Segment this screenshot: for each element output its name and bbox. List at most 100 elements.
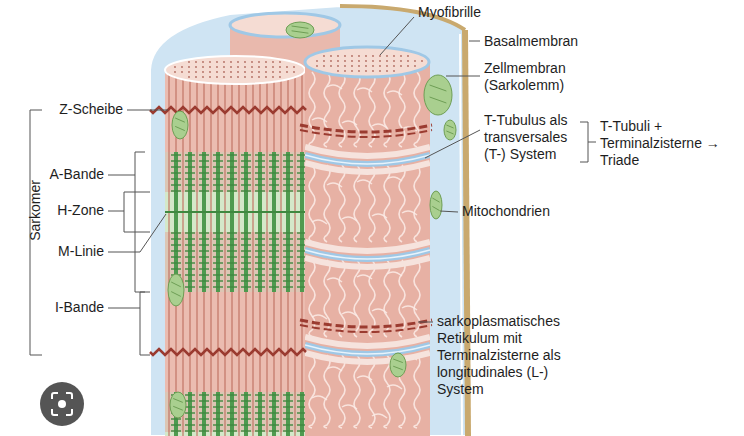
myosin-head: [241, 418, 251, 419]
myosin-head: [213, 412, 223, 413]
filament-dot: [400, 60, 402, 62]
myosin-head: [269, 406, 279, 407]
myosin-head: [227, 154, 237, 155]
myosin-head: [171, 268, 181, 269]
terminal-cistern: [305, 163, 430, 172]
myosin-head: [213, 280, 223, 281]
filament-dot: [188, 71, 190, 73]
myosin-head: [227, 184, 237, 185]
filament-dot: [195, 61, 197, 63]
filament-dot: [316, 65, 318, 67]
myosin-head: [227, 166, 237, 167]
mitochondria: [168, 22, 456, 418]
myosin-head: [297, 178, 305, 179]
t-tubule-lumen: [305, 250, 430, 259]
myosin-head: [199, 400, 209, 401]
myosin-head: [171, 166, 181, 167]
myosin-head: [227, 178, 237, 179]
myosin-head: [255, 430, 265, 431]
leader-line: [380, 17, 414, 55]
myosin-head: [297, 256, 305, 257]
sarcoplasmic-reticulum: [327, 367, 342, 371]
myosin-head: [283, 238, 293, 239]
myosin-head: [199, 154, 209, 155]
myosin-head: [213, 172, 223, 173]
myosin-head: [227, 250, 237, 251]
myosin-head: [255, 394, 265, 395]
myosin-head: [269, 262, 279, 263]
myosin-head: [283, 280, 293, 281]
myosin-head: [171, 172, 181, 173]
myosin-head: [283, 412, 293, 413]
z-disc: [300, 325, 432, 332]
myosin-head: [255, 244, 265, 245]
filament-dot: [209, 66, 211, 68]
myosin-head: [269, 190, 279, 191]
filament-dot: [230, 66, 232, 68]
mitochondrion-crista: [446, 125, 453, 134]
t-tubule: [305, 345, 430, 354]
myosin-head: [269, 166, 279, 167]
myosin-head: [185, 280, 195, 281]
myosin-head: [185, 172, 195, 173]
terminal-cistern: [305, 147, 430, 156]
myosin-head: [213, 394, 223, 395]
filament-dot: [188, 66, 190, 68]
myosin-head: [269, 172, 279, 173]
filament-dot: [400, 55, 402, 57]
sarcoplasmic-reticulum: [414, 165, 420, 242]
filament-dot: [195, 66, 197, 68]
myosin-head: [199, 172, 209, 173]
myosin-head: [297, 190, 305, 191]
filament-dot: [344, 65, 346, 67]
myosin-head: [199, 394, 209, 395]
myosin-head: [199, 184, 209, 185]
myofibril-longitudinal: [165, 70, 305, 436]
mitochondrion: [172, 111, 188, 139]
filament-dot: [330, 55, 332, 57]
leader-line: [108, 214, 166, 252]
myofibril-cross-section: [305, 47, 429, 77]
myosin-head: [171, 424, 181, 425]
myosin-head: [171, 418, 181, 419]
myosin-head: [283, 160, 293, 161]
myosin-head: [185, 430, 195, 431]
myosin-head: [171, 262, 181, 263]
filament-dot: [202, 66, 204, 68]
myosin-head: [241, 244, 251, 245]
filament-dot: [421, 60, 423, 62]
myosin-head: [297, 274, 305, 275]
mitochondrion-crista: [393, 359, 403, 370]
filament-dot: [265, 71, 267, 73]
myosin-head: [185, 262, 195, 263]
myosin-head: [297, 400, 305, 401]
filament-dot: [209, 61, 211, 63]
myosin-head: [255, 412, 265, 413]
myosin-head: [269, 418, 279, 419]
myosin-head: [241, 232, 251, 233]
myosin-head: [255, 424, 265, 425]
myosin-head: [269, 424, 279, 425]
actin-filament: [294, 70, 295, 436]
filament-dot: [272, 66, 274, 68]
mitochondrion: [390, 353, 406, 377]
myosin-head: [283, 166, 293, 167]
myosin-head: [171, 232, 181, 233]
myosin-head: [241, 286, 251, 287]
sarcoplasmic-reticulum: [324, 355, 330, 428]
myosin-head: [213, 406, 223, 407]
myosin-filament: [202, 392, 206, 436]
myosin-filament: [188, 392, 192, 436]
myosin-head: [241, 178, 251, 179]
myosin-head: [185, 244, 195, 245]
myosin-head: [269, 178, 279, 179]
myosin-head: [283, 172, 293, 173]
filament-dot: [258, 71, 260, 73]
filament-dot: [279, 76, 281, 78]
callout-label: A-Bande: [50, 166, 104, 183]
leader-line: [446, 76, 480, 77]
myosin-head: [297, 172, 305, 173]
filament-dot: [344, 55, 346, 57]
actin-filament: [266, 70, 267, 436]
myosin-head: [185, 190, 195, 191]
